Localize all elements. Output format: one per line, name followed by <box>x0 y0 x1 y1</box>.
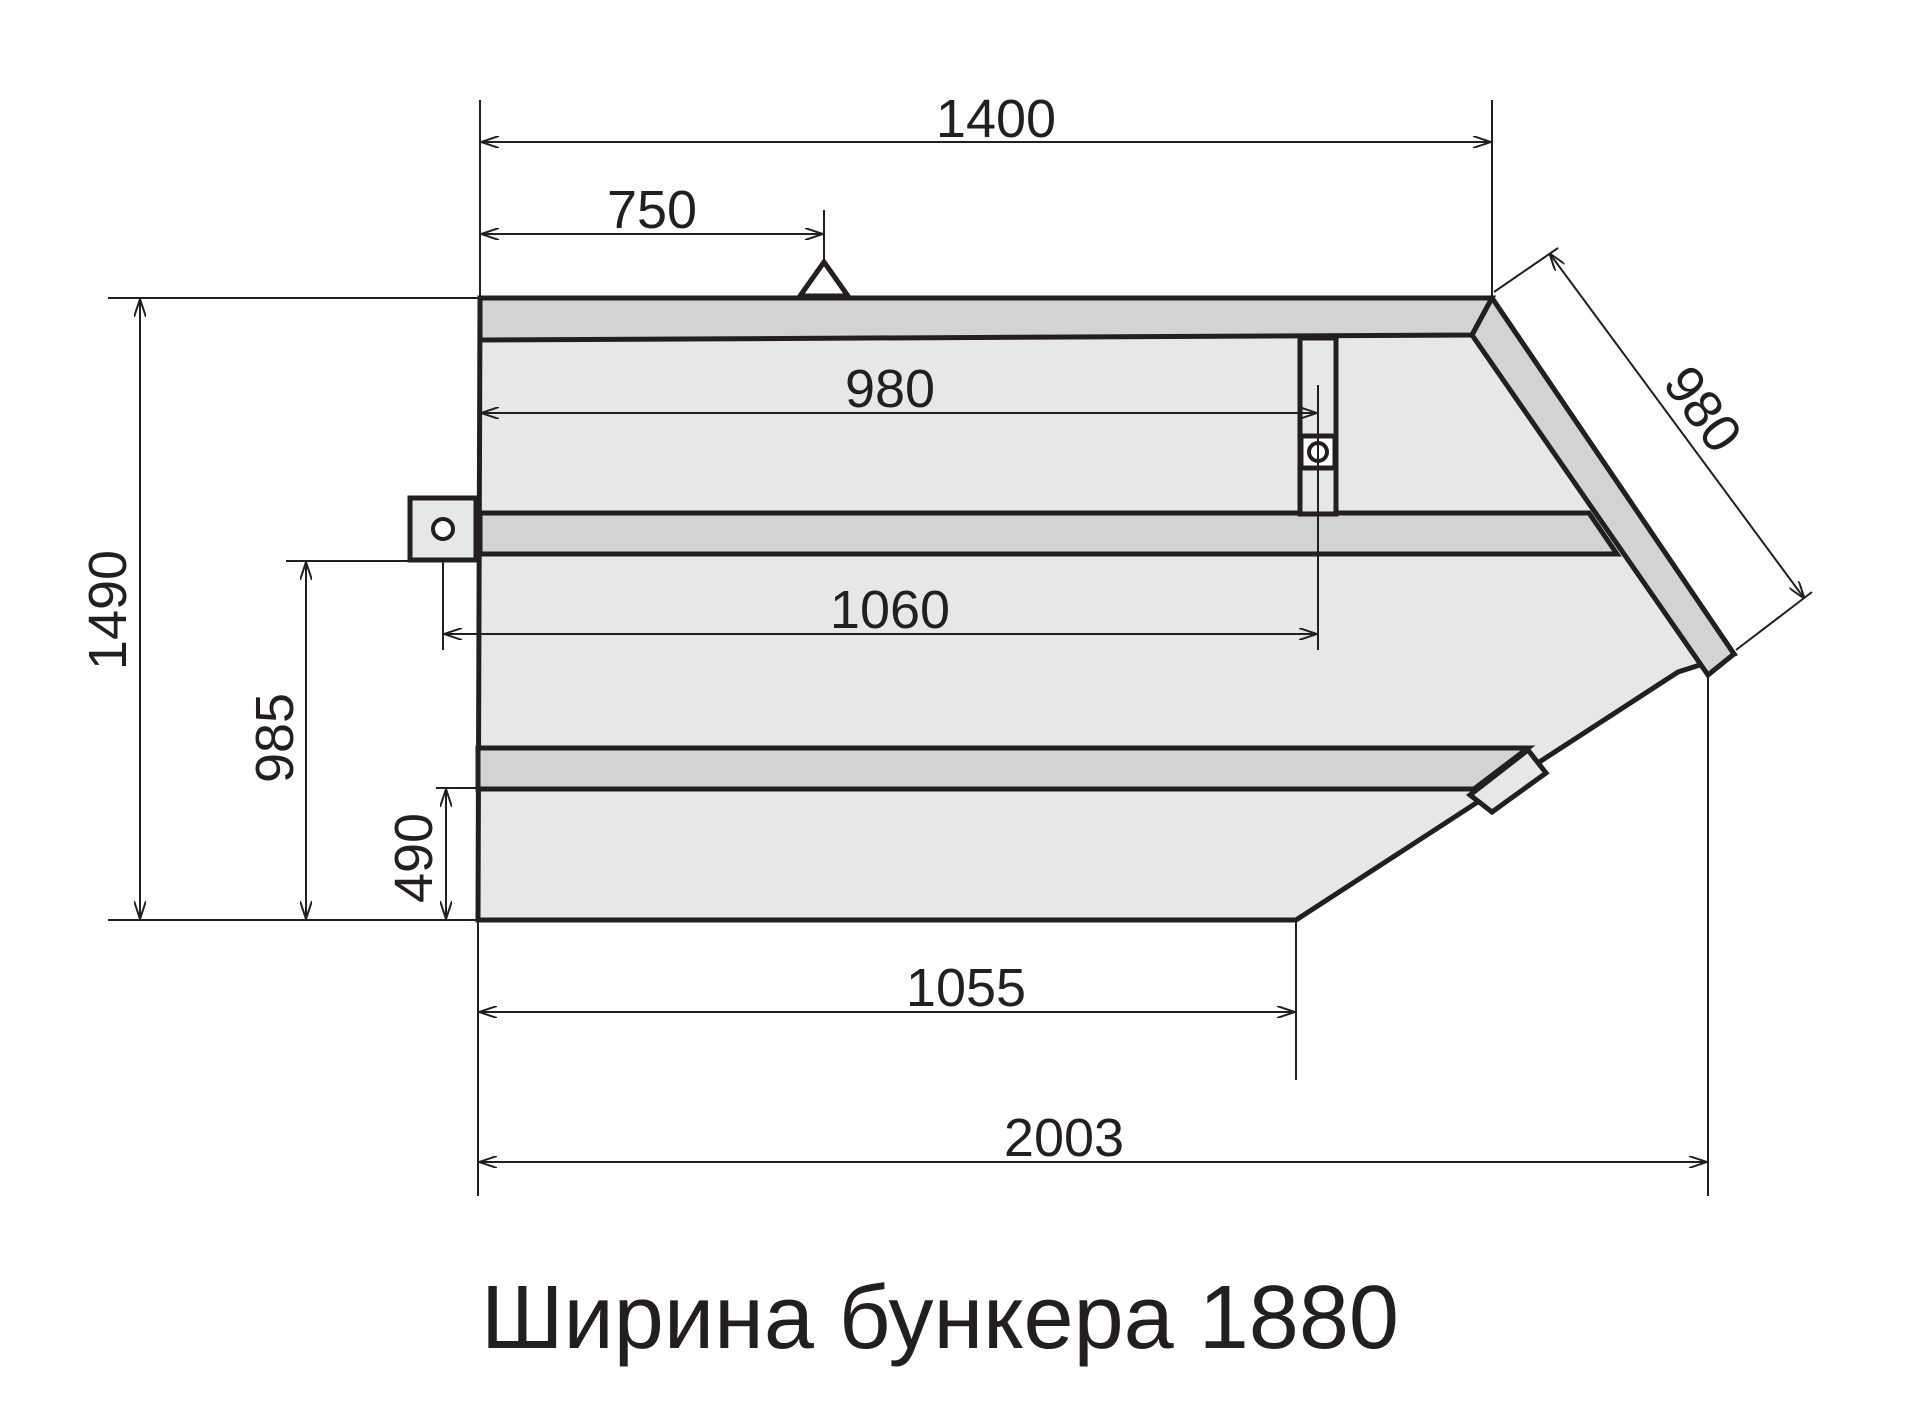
dim-label-985: 985 <box>245 693 305 783</box>
top-rim-band <box>477 295 1497 343</box>
dim-label-slant-980: 980 <box>1652 355 1754 463</box>
dim-label-1060: 1060 <box>830 580 950 640</box>
lower-band <box>475 745 1536 792</box>
dim-label-490: 490 <box>384 813 444 903</box>
lower-slant-lug <box>1465 746 1550 816</box>
dim-label-2003: 2003 <box>1004 1108 1124 1168</box>
middle-band <box>477 510 1622 557</box>
dimension-lines <box>140 142 1804 1162</box>
dim-label-1400: 1400 <box>936 89 1056 149</box>
dim-label-1490: 1490 <box>78 550 138 670</box>
dim-line-slant-980 <box>1550 254 1804 598</box>
dim-label-980: 980 <box>845 359 935 419</box>
extension-lines <box>108 100 1813 1196</box>
side-lug-pin <box>431 517 455 541</box>
bunker-body <box>407 257 1738 923</box>
top-lift-lug <box>795 257 853 299</box>
dim-label-750: 750 <box>607 180 697 240</box>
drawing-caption: Ширина бункера 1880 <box>481 1268 1399 1368</box>
dim-label-1055: 1055 <box>906 958 1026 1018</box>
